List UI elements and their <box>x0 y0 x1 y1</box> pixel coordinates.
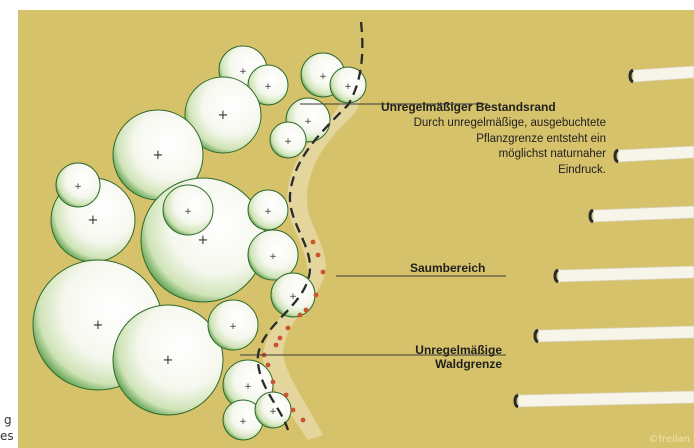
tree-trunk-mark: + <box>269 407 277 417</box>
log-end <box>535 330 538 342</box>
fringe-dot <box>314 293 319 298</box>
tree-trunk-mark: + <box>264 207 272 217</box>
diagram-panel: +++++++++++++++++++++ Unregelmäßiger Bes… <box>18 10 694 448</box>
fringe-dot <box>301 418 306 423</box>
log-end <box>615 150 618 162</box>
tree-trunk-mark: + <box>163 353 174 368</box>
log-body <box>558 266 694 282</box>
fringe-dot <box>291 408 296 413</box>
label-saumbereich: Saumbereich <box>410 261 485 275</box>
fringe-dot <box>316 253 321 258</box>
log-end <box>590 210 593 222</box>
fringe-dot <box>321 270 326 275</box>
waldgrenze-line: Unregelmäßige <box>398 343 502 357</box>
desc-line: Durch unregelmäßige, ausgebuchtete <box>358 116 606 132</box>
fringe-dot <box>286 326 291 331</box>
tree-trunk-mark: + <box>284 137 292 147</box>
fringe-dot <box>298 313 303 318</box>
fringe-dot <box>274 343 279 348</box>
waldgrenze-line: Waldgrenze <box>398 357 502 371</box>
desc-line: möglichst naturnaher <box>358 147 606 163</box>
log-body <box>618 146 694 162</box>
log-body <box>633 66 694 82</box>
fringe-dot <box>266 363 271 368</box>
tree-trunk-mark: + <box>244 382 252 392</box>
tree-trunk-mark: + <box>229 322 237 332</box>
tree-trunk-mark: + <box>304 117 312 127</box>
label-waldgrenze: Unregelmäßige Waldgrenze <box>398 343 502 371</box>
log-body <box>518 391 694 407</box>
tree-trunk-mark: + <box>198 233 209 248</box>
desc-line: Pflanzgrenze entsteht ein <box>358 132 606 148</box>
tree-trunk-mark: + <box>74 182 82 192</box>
tree-trunk-mark: + <box>239 67 247 77</box>
log-body <box>593 206 694 222</box>
fringe-dot <box>304 308 309 313</box>
tree-trunk-mark: + <box>269 252 277 262</box>
label-bestandsrand-desc: Durch unregelmäßige, ausgebuchtete Pflan… <box>358 116 606 178</box>
side-fragment-2: es <box>0 430 14 442</box>
side-fragment-1: g <box>4 414 12 426</box>
fringe-dot <box>311 240 316 245</box>
log-end <box>515 395 518 407</box>
tree-trunk-mark: + <box>344 82 352 92</box>
tree-trunk-mark: + <box>184 207 192 217</box>
forest-edge-illustration: +++++++++++++++++++++ <box>18 10 694 448</box>
tree-trunk-mark: + <box>264 82 272 92</box>
tree-trunk-mark: + <box>88 213 99 228</box>
desc-line: Eindruck. <box>358 163 606 179</box>
copyright-text: ©freilan <box>648 434 690 445</box>
label-bestandsrand-title: Unregelmäßiger Bestandsrand <box>381 100 556 114</box>
log-end <box>555 270 558 282</box>
fringe-dot <box>278 336 283 341</box>
tree-trunk-mark: + <box>319 72 327 82</box>
log-end <box>630 70 633 82</box>
tree-trunk-mark: + <box>93 318 104 333</box>
log-body <box>538 326 694 342</box>
tree-trunk-mark: + <box>153 148 164 163</box>
fringe-dot <box>284 393 289 398</box>
fringe-dot <box>271 380 276 385</box>
tree-trunk-mark: + <box>239 417 247 427</box>
tree-trunk-mark: + <box>218 108 229 123</box>
